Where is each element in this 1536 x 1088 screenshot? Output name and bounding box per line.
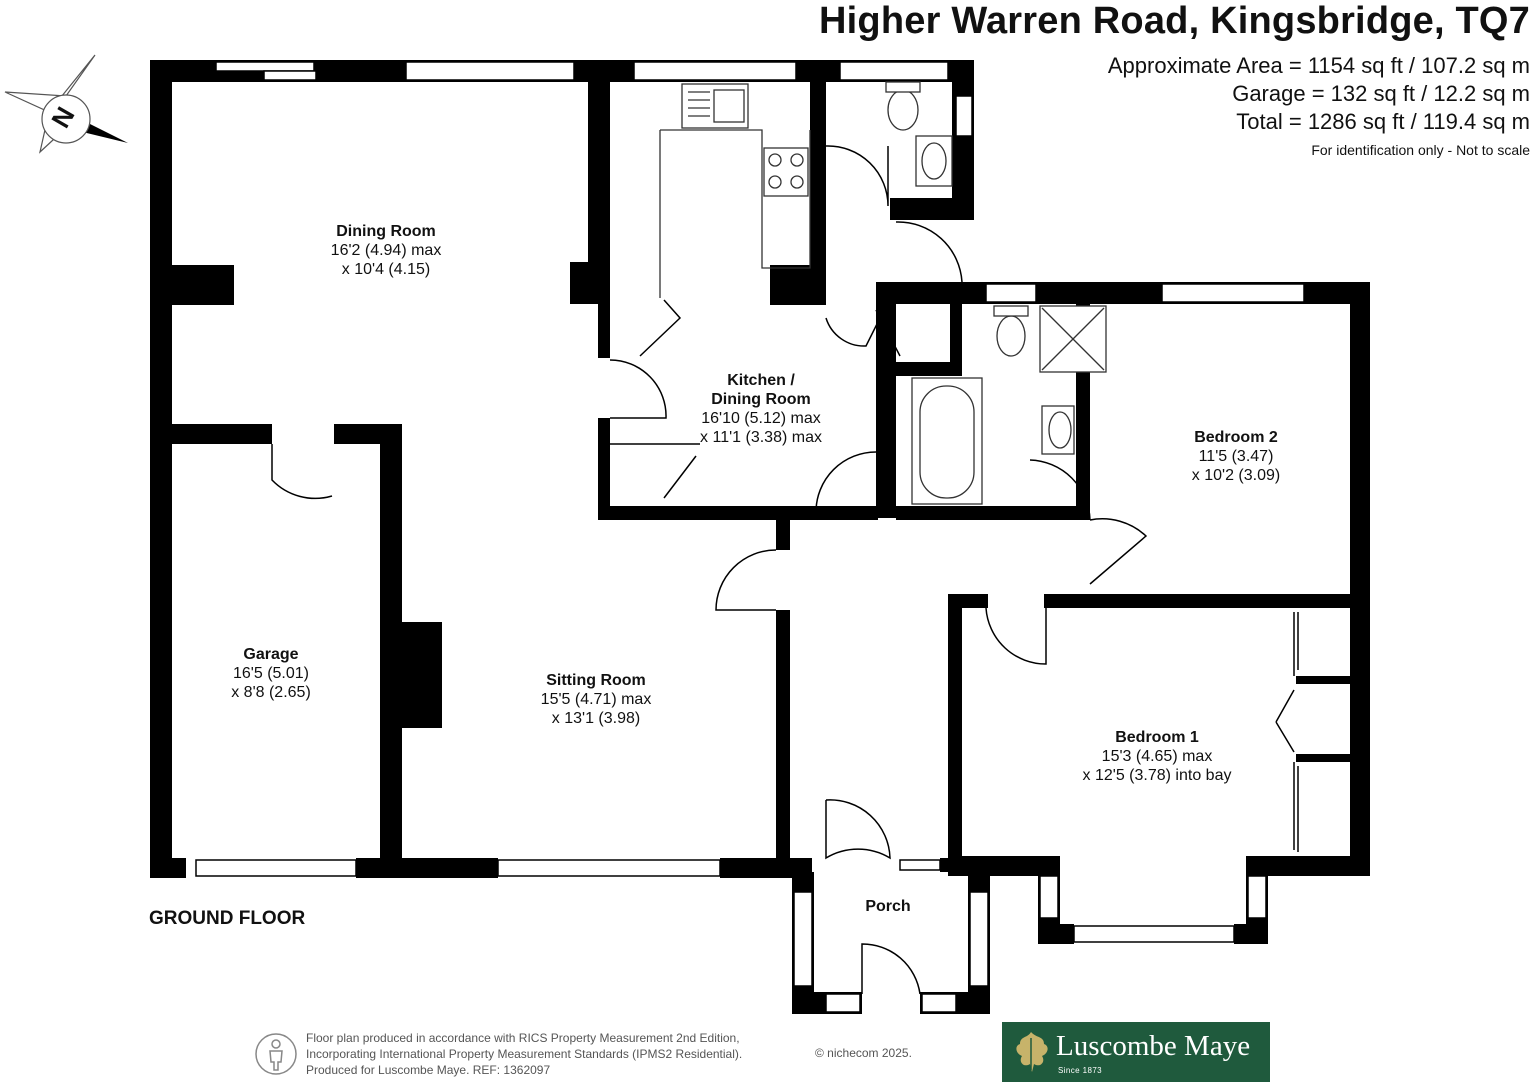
room-name: Porch xyxy=(865,898,911,915)
garage-area: Garage = 132 sq ft / 12.2 sq m xyxy=(1232,81,1530,106)
total-area: Total = 1286 sq ft / 119.4 sq m xyxy=(1236,109,1530,134)
scale-disclaimer: For identification only - Not to scale xyxy=(1311,142,1530,158)
room-name: Garage xyxy=(243,646,299,663)
room-dimension: x 11'1 (3.38) max xyxy=(700,429,822,446)
room-bedroom-1: Bedroom 1 15'3 (4.65) max x 12'5 (3.78) … xyxy=(1083,728,1232,785)
room-sitting: Sitting Room 15'5 (4.71) max x 13'1 (3.9… xyxy=(541,671,652,728)
room-name: Dining Room xyxy=(336,223,436,240)
compass: N xyxy=(0,52,132,154)
room-dimension: x 10'2 (3.09) xyxy=(1191,467,1281,484)
brand-logo: Luscombe Maye Since 1873 xyxy=(1002,1022,1270,1082)
room-dimension: x 12'5 (3.78) into bay xyxy=(1082,767,1232,784)
compass-rose xyxy=(4,54,128,154)
room-name: Bedroom 1 xyxy=(1115,729,1199,746)
room-dimension: 15'3 (4.65) max xyxy=(1101,748,1213,765)
room-kitchen: Kitchen / Dining Room 16'10 (5.12) max x… xyxy=(700,371,822,447)
room-name: Kitchen / xyxy=(727,372,795,389)
windows xyxy=(195,61,1305,1013)
room-dimension: x 13'1 (3.98) xyxy=(551,710,641,727)
room-dimension: x 10'4 (4.15) xyxy=(341,261,431,278)
fixtures xyxy=(659,81,1107,505)
footer-line: Produced for Luscombe Maye. REF: 1362097 xyxy=(306,1063,551,1077)
room-name: Sitting Room xyxy=(546,672,646,689)
room-dimension: 11'5 (3.47) xyxy=(1198,448,1274,465)
logo-tagline: Since 1873 xyxy=(1058,1066,1103,1075)
room-garage: Garage 16'5 (5.01) x 8'8 (2.65) xyxy=(231,645,311,702)
room-dimension: 15'5 (4.71) max xyxy=(540,691,652,708)
logo-name: Luscombe Maye xyxy=(1056,1030,1251,1062)
footer-line: Floor plan produced in accordance with R… xyxy=(306,1031,740,1045)
room-dimension: 16'10 (5.12) max xyxy=(701,410,821,427)
north-letter: N xyxy=(45,101,81,133)
room-dining: Dining Room 16'2 (4.94) max x 10'4 (4.15… xyxy=(331,222,442,279)
room-name: Dining Room xyxy=(711,391,811,408)
oak-leaf-icon xyxy=(1016,1032,1048,1072)
floor-label: GROUND FLOOR xyxy=(149,908,306,929)
room-porch: Porch xyxy=(865,897,910,916)
room-name: Bedroom 2 xyxy=(1194,429,1278,446)
footer-line: Incorporating International Property Mea… xyxy=(306,1047,743,1061)
footer-credit: © nichecom 2025. xyxy=(815,1046,912,1060)
footer-notes: Floor plan produced in accordance with R… xyxy=(306,1030,742,1078)
room-dimension: 16'2 (4.94) max xyxy=(330,242,442,259)
room-bedroom-2: Bedroom 2 11'5 (3.47) x 10'2 (3.09) xyxy=(1192,428,1280,485)
room-dimension: 16'5 (5.01) xyxy=(232,665,309,682)
doors xyxy=(271,145,1299,995)
page-title: Higher Warren Road, Kingsbridge, TQ7 xyxy=(819,0,1530,42)
room-dimension: x 8'8 (2.65) xyxy=(231,684,311,701)
person-icon xyxy=(255,1033,297,1075)
toilet-icon xyxy=(887,89,919,131)
approximate-area: Approximate Area = 1154 sq ft / 107.2 sq… xyxy=(1107,53,1530,78)
